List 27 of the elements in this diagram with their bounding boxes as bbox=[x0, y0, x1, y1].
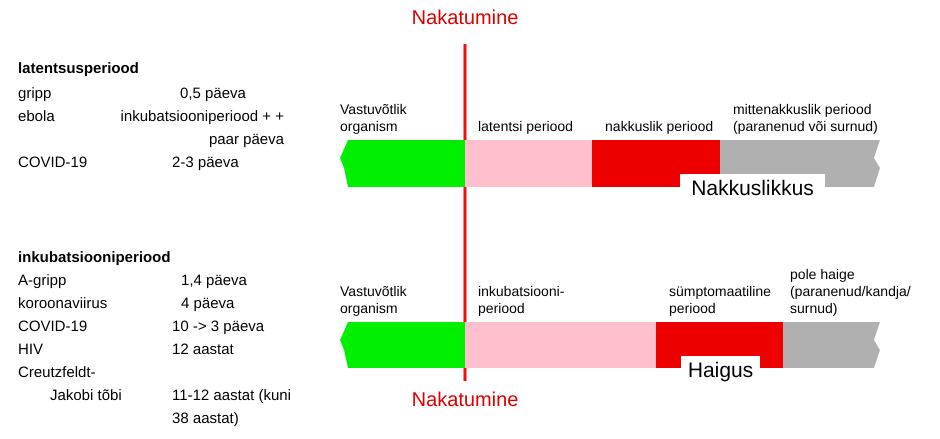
segment-heading: mittenakkuslik periood (paranenud või surnud) bbox=[733, 101, 879, 135]
disease-name: COVID-19 bbox=[18, 317, 88, 337]
duration-value: inkubatsiooniperiood + + paar päeva bbox=[120, 107, 284, 150]
disease-name: Creutzfeldt- Jakobi tõbi bbox=[18, 363, 123, 406]
disease-name: ebola bbox=[18, 107, 55, 127]
segment-heading: nakkuslik periood bbox=[605, 118, 714, 135]
segment-heading: latentsi periood bbox=[478, 118, 574, 135]
segment-heading: inkubatsiooni- periood bbox=[478, 283, 566, 317]
duration-value: 12 aastat bbox=[172, 340, 234, 360]
disease-name: A-gripp bbox=[18, 271, 66, 291]
segment-heading: Vastuvõtlik organism bbox=[340, 101, 408, 135]
duration-value: 0,5 päeva bbox=[180, 84, 246, 104]
duration-value: 4 päeva bbox=[181, 294, 234, 314]
disease-name: HIV bbox=[18, 340, 44, 360]
duration-value: 2-3 päeva bbox=[172, 153, 239, 173]
section-heading: inkubatsiooniperiood bbox=[18, 248, 170, 268]
duration-value: 10 -> 3 päeva bbox=[172, 317, 264, 337]
infection-label: Nakatumine bbox=[410, 6, 520, 31]
disease-name: COVID-19 bbox=[18, 153, 88, 173]
disease-name: koroonaviirus bbox=[18, 294, 108, 314]
section-heading: latentsusperiood bbox=[18, 59, 139, 79]
infection-label: Nakatumine bbox=[410, 388, 520, 413]
segment-heading: pole haige (paranenud/kandja/ surnud) bbox=[790, 266, 912, 317]
duration-value: 11-12 aastat (kuni 38 aastat) bbox=[172, 386, 292, 429]
duration-value: 1,4 päeva bbox=[181, 271, 247, 291]
disease-name: gripp bbox=[18, 84, 52, 104]
segment-heading: Vastuvõtlik organism bbox=[340, 283, 408, 317]
